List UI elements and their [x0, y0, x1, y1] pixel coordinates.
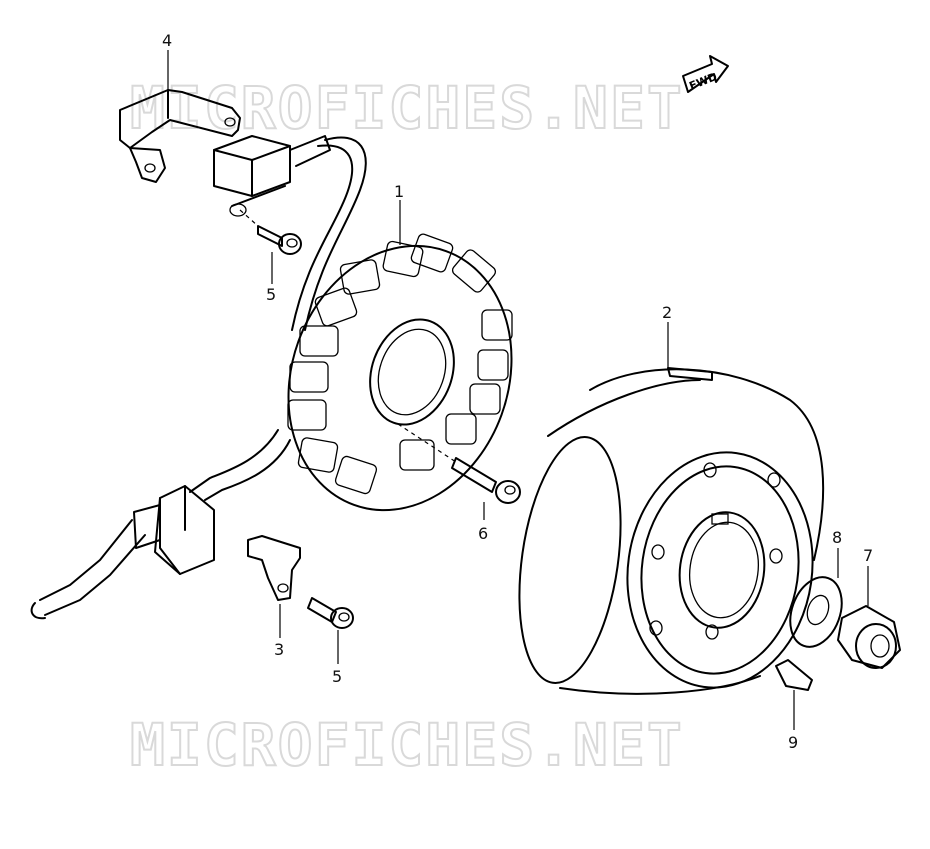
callout-2: 2 [662, 303, 672, 322]
watermark-top: MICROFICHES.NET [130, 74, 684, 142]
stator-part [287, 233, 513, 512]
rotor-part [518, 367, 825, 695]
bolt-upper-part [239, 209, 302, 255]
callout-4: 4 [162, 31, 172, 50]
bracket-part [119, 89, 241, 183]
key-part [775, 659, 813, 691]
plate-clamp-part [247, 535, 301, 601]
connector-upper-part [213, 135, 331, 197]
nut-part [837, 605, 901, 669]
fwd-arrow-icon: FWD [682, 55, 729, 93]
callout-3: 3 [274, 640, 284, 659]
stator-bolt-part [397, 423, 521, 504]
wire-harness [30, 136, 367, 620]
callout-9: 9 [788, 733, 798, 752]
watermark-bottom: MICROFICHES.NET [130, 711, 684, 779]
callout-1: 1 [394, 182, 404, 201]
callout-8: 8 [832, 528, 842, 547]
connector-lower-part [133, 485, 215, 575]
callout-5-upper: 5 [266, 285, 276, 304]
callout-6: 6 [478, 524, 488, 543]
bolt-lower-part [307, 597, 354, 629]
washer-part [789, 576, 843, 648]
callout-5-lower: 5 [332, 667, 342, 686]
callout-7: 7 [863, 546, 873, 565]
